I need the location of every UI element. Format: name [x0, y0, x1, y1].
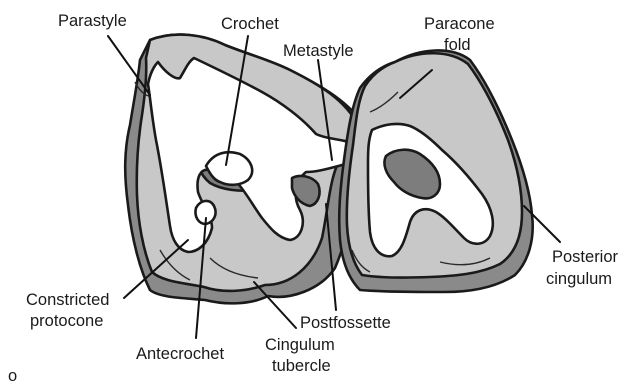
label-antecrochet: Antecrochet — [136, 345, 224, 363]
label-postfossette: Postfossette — [300, 314, 391, 332]
panel-letter: o — [8, 367, 17, 385]
label-crochet: Crochet — [221, 15, 279, 33]
label-posterior-cingulum-line1: Posterior — [552, 248, 619, 266]
left-tooth — [125, 35, 360, 304]
label-metastyle: Metastyle — [283, 42, 354, 60]
label-paracone-fold-line1: Paracone — [424, 15, 495, 33]
label-parastyle: Parastyle — [58, 12, 127, 30]
label-posterior-cingulum-line2: cingulum — [546, 270, 612, 288]
right-tooth — [339, 50, 532, 292]
label-cingulum-tubercle-line2: tubercle — [272, 357, 331, 375]
label-cingulum-tubercle-line1: Cingulum — [265, 336, 335, 354]
label-constricted-protocone-line2: protocone — [30, 312, 103, 330]
label-constricted-protocone-line1: Constricted — [26, 291, 109, 309]
label-paracone-fold-line2: fold — [444, 36, 471, 54]
